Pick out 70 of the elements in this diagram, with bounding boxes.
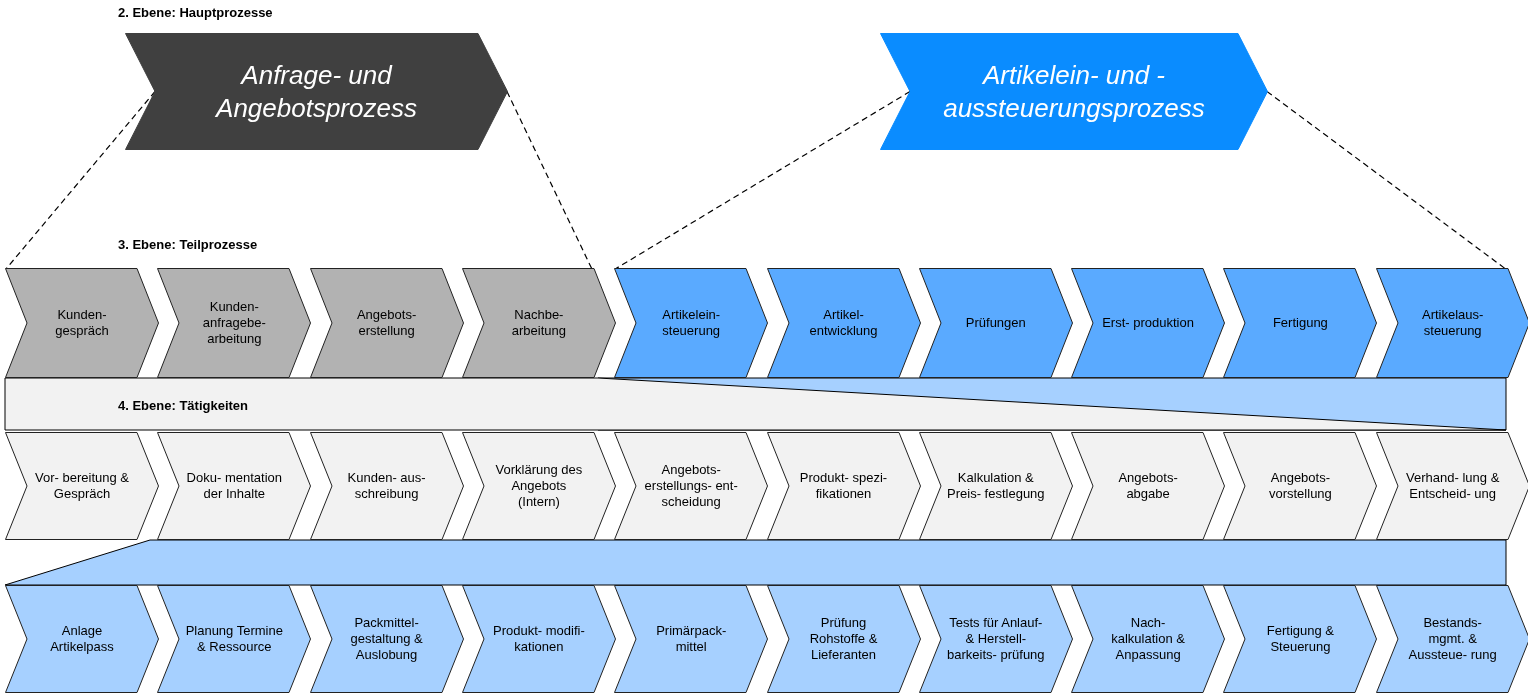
process-label: Kunden- anfragebe- arbeitung [201,298,267,348]
process-step [461,432,616,540]
process-step [766,585,921,693]
process-step [1071,268,1226,378]
process-step [918,432,1073,540]
process-label: Produkt- modifi- kationen [492,622,586,656]
process-label: Artikel- entwicklung [808,306,879,340]
zoom-line [1266,90,1507,270]
process-step [1375,585,1528,693]
process-step [918,585,1073,693]
process-step [766,268,921,378]
process-label: Packmittel- gestaltung & Auslobung [349,614,424,664]
process-step [880,33,1268,150]
process-label: Anlage Artikelpass [49,622,115,656]
process-label: Angebots- vorstellung [1267,469,1333,503]
process-step [614,268,769,378]
process-label: Kunden- aus- schreibung [346,469,427,503]
process-step [1223,268,1378,378]
process-step [1223,585,1378,693]
process-label: Kalkulation & Preis- festlegung [946,469,1045,503]
process-label: Artikelein- steuerung [661,306,722,340]
process-step [309,432,464,540]
process-step [614,432,769,540]
process-label: Doku- mentation der Inhalte [185,469,283,503]
process-label: Primärpack- mittel [655,622,728,656]
process-step [461,585,616,693]
process-step [125,33,508,150]
process-label: Erst- produktion [1102,314,1194,332]
process-step [157,268,312,378]
process-label: Vorklärung des Angebots (Intern) [494,461,584,511]
level-heading: 4. Ebene: Tätigkeiten [118,398,249,413]
process-step [5,268,159,378]
process-step [309,268,464,378]
process-label: Kunden- gespräch [54,306,110,340]
process-step [1071,585,1226,693]
process-label: Verhand- lung & Entscheid- ung [1405,469,1501,503]
zoom-line [506,90,593,270]
process-step [157,432,312,540]
process-step [5,585,159,693]
process-label: Prüfungen [965,314,1026,332]
process-step [5,432,159,540]
process-label: Bestands- mgmt. & Aussteue- rung [1407,614,1498,664]
process-label: Nachbe- arbeitung [510,306,567,340]
zoom-line [614,90,911,270]
process-step [1071,432,1226,540]
process-label: Angebots- erstellung [355,306,418,340]
process-step [766,432,921,540]
process-label: Vor- bereitung & Gespräch [34,469,130,503]
process-label: Planung Termine & Ressource [185,622,284,656]
process-label: Angebots- erstellungs- ent- scheidung [643,461,739,511]
process-label: Artikelein- und - aussteuerungsprozess [942,59,1206,124]
process-label: Artikelaus- steuerung [1420,306,1485,340]
process-label: Anfrage- und Angebotsprozess [214,59,418,124]
process-label: Produkt- spezi- fikationen [798,469,889,503]
level-heading: 3. Ebene: Teilprozesse [118,237,258,252]
process-label: Tests für Anlauf- & Herstell- barkeits- prüfung [946,614,1045,664]
process-step [614,585,769,693]
process-step [1375,432,1528,540]
process-step [1375,268,1528,378]
process-label: Angebots- abgabe [1117,469,1179,503]
process-step [461,268,616,378]
process-label: Fertigung [1272,314,1328,332]
level-heading: 2. Ebene: Hauptprozesse [118,5,273,20]
process-label: Prüfung Rohstoffe & Lieferanten [808,614,879,664]
process-step [157,585,312,693]
process-label: Nach- kalkulation & Anpassung [1110,614,1186,664]
process-step [918,268,1073,378]
process-label: Fertigung & Steuerung [1265,622,1335,656]
process-step [309,585,464,693]
process-step [1223,432,1378,540]
